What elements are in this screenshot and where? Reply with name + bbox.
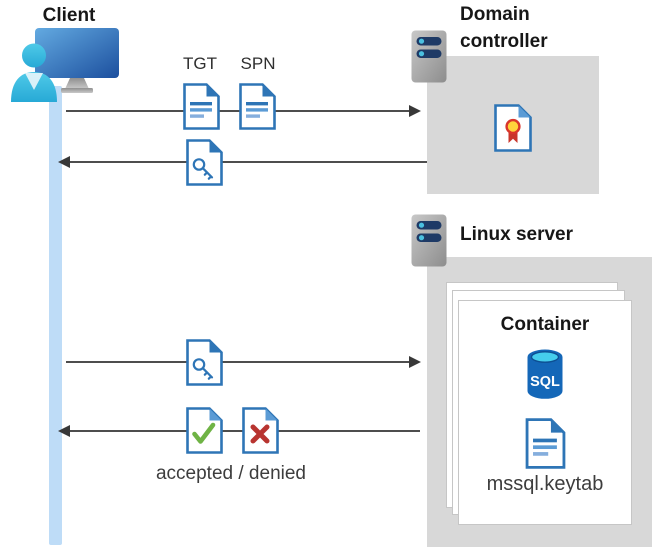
cross-document-icon bbox=[242, 407, 279, 454]
container-card-front: Container SQL mssql.keytab bbox=[458, 300, 632, 525]
arrowhead-right-icon bbox=[409, 105, 421, 117]
certificate-document-icon bbox=[494, 104, 532, 152]
client-label: Client bbox=[42, 5, 96, 26]
domain-controller-label: Domain controller bbox=[460, 4, 548, 52]
check-document-icon bbox=[186, 407, 223, 454]
arrowhead-left-icon bbox=[58, 156, 70, 168]
tgt-document-icon bbox=[183, 83, 220, 130]
keytab-label: mssql.keytab bbox=[486, 473, 604, 495]
arrow-ticket-to-client bbox=[58, 156, 427, 168]
arrowhead-right-icon bbox=[409, 356, 421, 368]
sql-badge-text: SQL bbox=[530, 374, 560, 390]
dc-server-icon bbox=[411, 30, 447, 83]
spn-label: SPN bbox=[240, 54, 276, 73]
sql-database-icon: SQL bbox=[526, 349, 564, 400]
linux-server-icon bbox=[411, 214, 447, 267]
monitor-icon bbox=[34, 27, 120, 95]
client-lifeline bbox=[49, 86, 62, 545]
keytab-document-icon bbox=[525, 418, 566, 469]
spn-document-icon bbox=[239, 83, 276, 130]
key-document-icon bbox=[186, 339, 223, 386]
user-icon bbox=[8, 42, 60, 102]
arrowhead-left-icon bbox=[58, 425, 70, 437]
container-label: Container bbox=[500, 314, 590, 335]
linux-server-label: Linux server bbox=[460, 224, 573, 245]
key-document-icon bbox=[186, 139, 223, 186]
arrow-ticket-to-server bbox=[66, 356, 421, 368]
accepted-denied-label: accepted / denied bbox=[155, 463, 306, 484]
arrow-request-to-dc bbox=[66, 105, 421, 117]
tgt-label: TGT bbox=[183, 54, 217, 73]
